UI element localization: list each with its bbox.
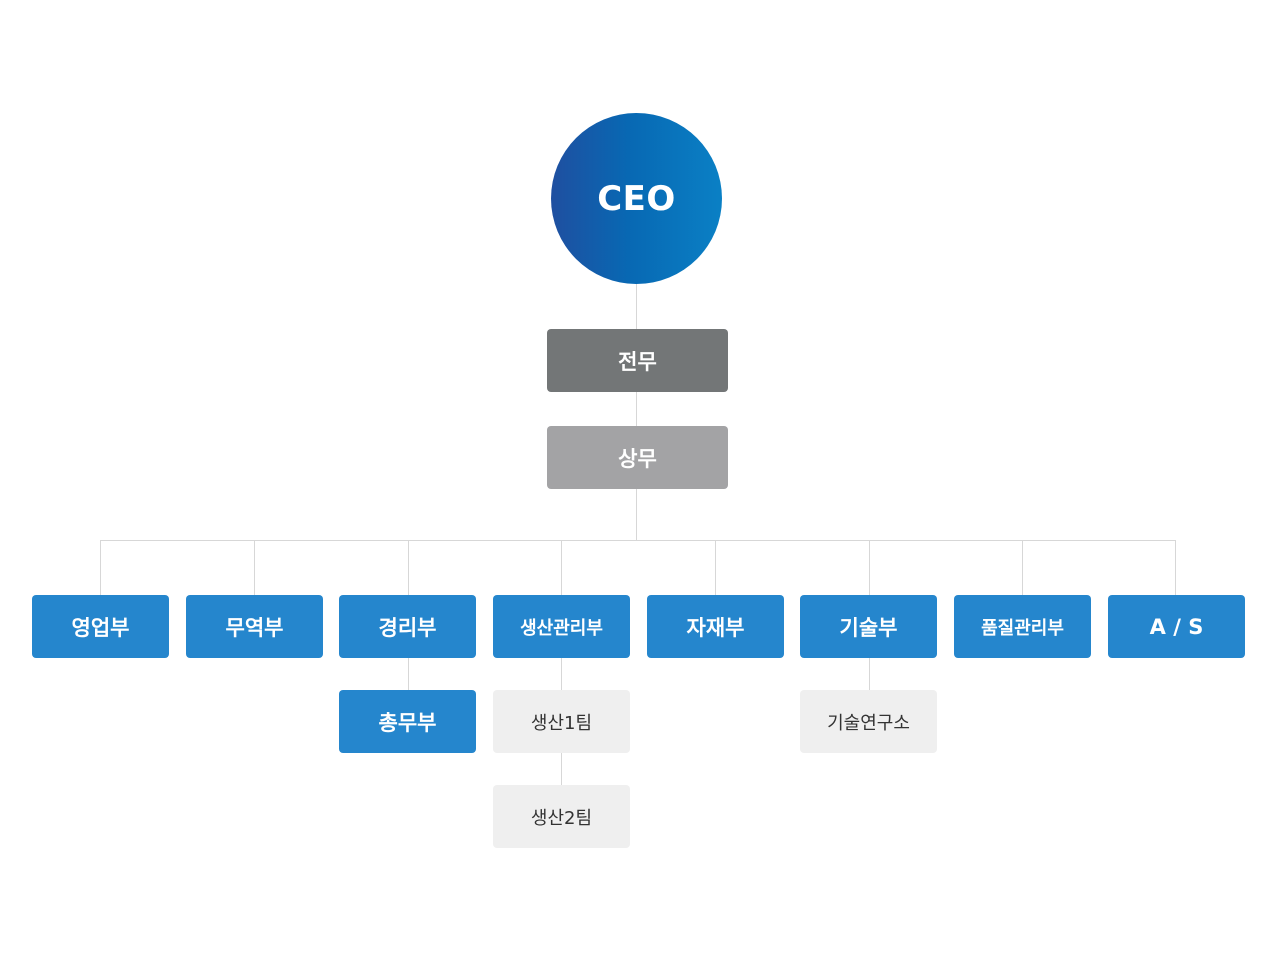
connector-dept-5 xyxy=(715,540,716,596)
dept-after-service-label: A / S xyxy=(1149,614,1204,639)
connector-dept-8 xyxy=(1175,540,1176,596)
team-production-2-label: 생산2팀 xyxy=(530,807,593,829)
ceo-label: CEO xyxy=(597,178,676,219)
executive-director-label: 전무 xyxy=(618,349,657,374)
connector-dept-1 xyxy=(100,540,101,596)
dept-sales-label: 영업부 xyxy=(71,615,130,640)
dept-trade: 무역부 xyxy=(186,595,323,658)
connector-dept-4 xyxy=(561,540,562,596)
connector-dept-2 xyxy=(254,540,255,596)
managing-director-label: 상무 xyxy=(618,446,657,471)
connector-dept-3 xyxy=(408,540,409,596)
dept-accounting-label: 경리부 xyxy=(378,615,437,640)
managing-director-box: 상무 xyxy=(547,426,728,489)
dept-general-affairs: 총무부 xyxy=(339,690,476,753)
connector-accounting-to-general xyxy=(408,658,409,690)
dept-materials: 자재부 xyxy=(647,595,784,658)
connector-horizontal-bus xyxy=(100,540,1176,541)
team-tech-lab-label: 기술연구소 xyxy=(827,712,910,734)
dept-trade-label: 무역부 xyxy=(225,615,284,640)
team-production-2: 생산2팀 xyxy=(493,785,630,848)
team-production-1-label: 생산1팀 xyxy=(530,712,593,734)
connector-dept-7 xyxy=(1022,540,1023,596)
dept-technology-label: 기술부 xyxy=(839,615,898,640)
connector-production-to-team1 xyxy=(561,658,562,690)
dept-technology: 기술부 xyxy=(800,595,937,658)
connector-ceo-trunk xyxy=(636,284,637,541)
connector-dept-6 xyxy=(869,540,870,596)
dept-quality-management: 품질관리부 xyxy=(954,595,1091,658)
dept-production-management-label: 생산관리부 xyxy=(520,617,603,639)
team-production-1: 생산1팀 xyxy=(493,690,630,753)
dept-sales: 영업부 xyxy=(32,595,169,658)
dept-after-service: A / S xyxy=(1108,595,1245,658)
dept-general-affairs-label: 총무부 xyxy=(378,710,437,735)
dept-production-management: 생산관리부 xyxy=(493,595,630,658)
executive-director-box: 전무 xyxy=(547,329,728,392)
dept-materials-label: 자재부 xyxy=(686,615,745,640)
dept-quality-management-label: 품질관리부 xyxy=(981,617,1064,639)
dept-accounting: 경리부 xyxy=(339,595,476,658)
ceo-node: CEO xyxy=(551,113,722,284)
connector-tech-to-lab xyxy=(869,658,870,690)
team-tech-lab: 기술연구소 xyxy=(800,690,937,753)
connector-team1-to-team2 xyxy=(561,752,562,785)
